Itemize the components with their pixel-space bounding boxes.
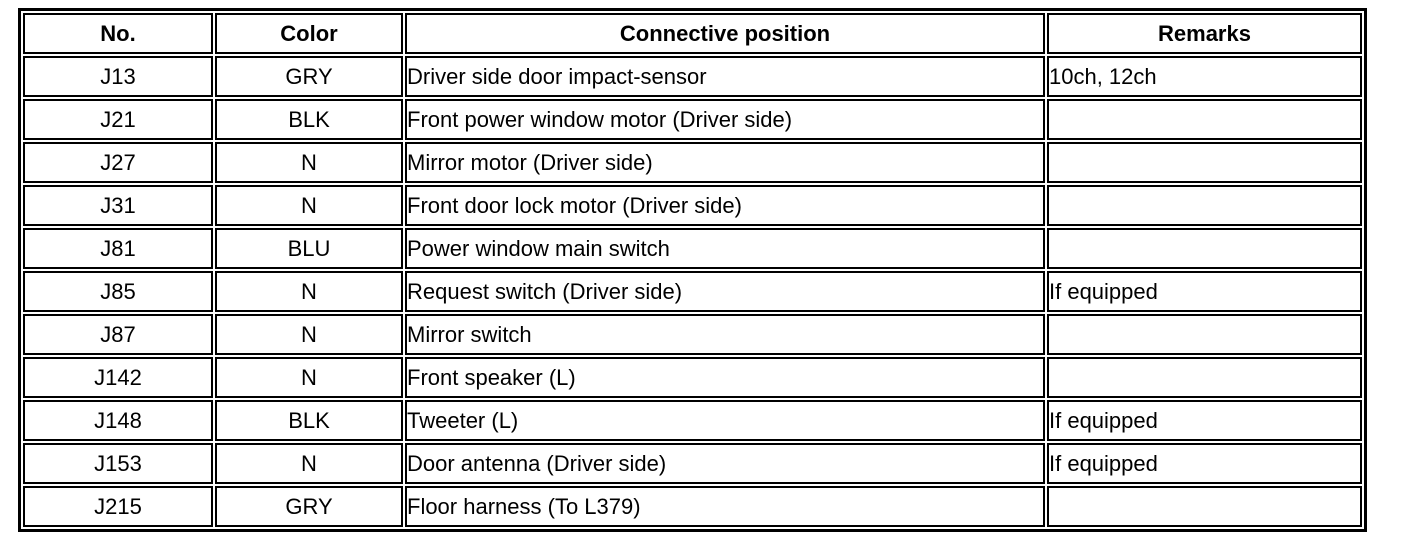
cell-no: J27 — [23, 142, 213, 183]
cell-color: N — [215, 443, 403, 484]
table-row: J215 GRY Floor harness (To L379) — [23, 486, 1362, 527]
cell-remarks — [1047, 357, 1362, 398]
cell-remarks — [1047, 314, 1362, 355]
cell-position: Request switch (Driver side) — [405, 271, 1045, 312]
cell-no: J153 — [23, 443, 213, 484]
header-cell-color: Color — [215, 13, 403, 54]
cell-position: Door antenna (Driver side) — [405, 443, 1045, 484]
table-row: J153 N Door antenna (Driver side) If equ… — [23, 443, 1362, 484]
cell-remarks: 10ch, 12ch — [1047, 56, 1362, 97]
cell-no: J142 — [23, 357, 213, 398]
cell-color: BLU — [215, 228, 403, 269]
header-cell-position: Connective position — [405, 13, 1045, 54]
connector-table: No. Color Connective position Remarks J1… — [18, 8, 1367, 532]
table-row: J81 BLU Power window main switch — [23, 228, 1362, 269]
cell-no: J87 — [23, 314, 213, 355]
cell-position: Driver side door impact-sensor — [405, 56, 1045, 97]
table-row: J21 BLK Front power window motor (Driver… — [23, 99, 1362, 140]
cell-position: Tweeter (L) — [405, 400, 1045, 441]
cell-no: J215 — [23, 486, 213, 527]
cell-color: N — [215, 185, 403, 226]
cell-color: N — [215, 314, 403, 355]
cell-color: GRY — [215, 486, 403, 527]
cell-position: Power window main switch — [405, 228, 1045, 269]
cell-no: J85 — [23, 271, 213, 312]
table-row: J27 N Mirror motor (Driver side) — [23, 142, 1362, 183]
cell-position: Front door lock motor (Driver side) — [405, 185, 1045, 226]
cell-color: N — [215, 357, 403, 398]
table-row: J142 N Front speaker (L) — [23, 357, 1362, 398]
cell-position: Mirror motor (Driver side) — [405, 142, 1045, 183]
cell-no: J148 — [23, 400, 213, 441]
table-row: J87 N Mirror switch — [23, 314, 1362, 355]
cell-position: Floor harness (To L379) — [405, 486, 1045, 527]
cell-remarks — [1047, 99, 1362, 140]
cell-no: J13 — [23, 56, 213, 97]
cell-remarks — [1047, 142, 1362, 183]
table-row: J31 N Front door lock motor (Driver side… — [23, 185, 1362, 226]
cell-color: BLK — [215, 400, 403, 441]
cell-no: J21 — [23, 99, 213, 140]
cell-remarks — [1047, 228, 1362, 269]
header-cell-remarks: Remarks — [1047, 13, 1362, 54]
cell-color: N — [215, 142, 403, 183]
cell-color: BLK — [215, 99, 403, 140]
header-cell-no: No. — [23, 13, 213, 54]
cell-position: Front power window motor (Driver side) — [405, 99, 1045, 140]
cell-no: J31 — [23, 185, 213, 226]
table-row: J148 BLK Tweeter (L) If equipped — [23, 400, 1362, 441]
cell-color: N — [215, 271, 403, 312]
header-row: No. Color Connective position Remarks — [23, 13, 1362, 54]
cell-position: Front speaker (L) — [405, 357, 1045, 398]
cell-no: J81 — [23, 228, 213, 269]
cell-remarks: If equipped — [1047, 443, 1362, 484]
cell-remarks — [1047, 486, 1362, 527]
cell-remarks — [1047, 185, 1362, 226]
table-row: J13 GRY Driver side door impact-sensor 1… — [23, 56, 1362, 97]
table-row: J85 N Request switch (Driver side) If eq… — [23, 271, 1362, 312]
cell-remarks: If equipped — [1047, 400, 1362, 441]
cell-remarks: If equipped — [1047, 271, 1362, 312]
cell-color: GRY — [215, 56, 403, 97]
cell-position: Mirror switch — [405, 314, 1045, 355]
